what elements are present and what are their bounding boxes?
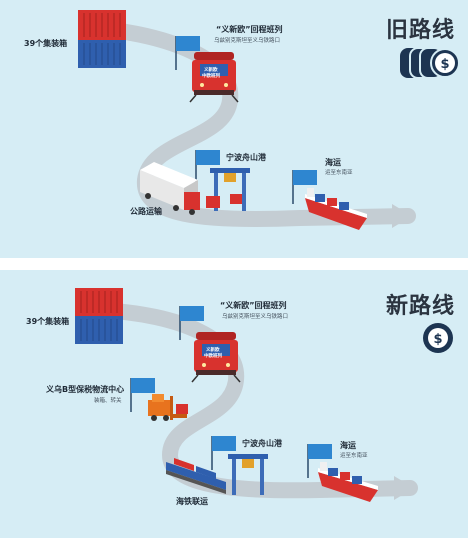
road-path bbox=[87, 20, 416, 227]
containers-label: 39个集装箱 bbox=[26, 317, 70, 326]
road-path bbox=[92, 302, 418, 499]
port-label: 宁波舟山港 bbox=[242, 439, 282, 448]
new-route-panel: $ 新路线 39个集装箱 “义新欧”回程班列 乌兹别克斯坦至义乌铁路口 义乌B型… bbox=[0, 270, 468, 538]
svg-text:$: $ bbox=[433, 332, 442, 347]
containers-label: 39个集装箱 bbox=[24, 39, 68, 48]
cargo-ship bbox=[318, 462, 378, 502]
cargo-ship bbox=[305, 188, 367, 230]
train-title: “义新欧”回程班列 bbox=[220, 301, 287, 310]
container-stack bbox=[78, 10, 126, 68]
sea-label: 海运 bbox=[340, 441, 356, 450]
road-arrow bbox=[392, 204, 412, 228]
truck bbox=[140, 162, 200, 215]
logistics-center-subtitle: 装箱、转关 bbox=[94, 398, 122, 404]
train-title: “义新欧”回程班列 bbox=[216, 25, 283, 34]
old-route-panel: $ 旧路线 39个集装箱 “义新欧”回程班列 乌兹别克斯坦至义乌铁路口 宁波舟山… bbox=[0, 0, 468, 258]
road-transport-label: 公路运输 bbox=[130, 207, 162, 216]
forklift bbox=[148, 394, 188, 421]
logistics-center-label: 义乌B型保税物流中心 bbox=[46, 385, 125, 394]
flag-train bbox=[179, 306, 204, 340]
new-route-title: 新路线 bbox=[386, 294, 456, 319]
train-sign-line-1: 义新欧 bbox=[204, 68, 218, 73]
road-arrow bbox=[394, 476, 414, 500]
train-sign-line-1: 义新欧 bbox=[206, 348, 220, 353]
flag-train bbox=[175, 36, 200, 70]
svg-text:$: $ bbox=[440, 57, 449, 72]
train-locomotive bbox=[189, 52, 239, 103]
sea-subtitle: 运至东南亚 bbox=[325, 170, 353, 176]
train-sign-line-2: 中欧班列 bbox=[204, 354, 222, 359]
flag-sea bbox=[307, 444, 332, 478]
flag-sea bbox=[292, 170, 317, 204]
freight-train bbox=[166, 458, 226, 494]
panel-divider bbox=[0, 258, 468, 270]
new-route-illustration: $ bbox=[75, 288, 453, 502]
port-label: 宁波舟山港 bbox=[226, 153, 266, 162]
sea-label: 海运 bbox=[325, 158, 341, 167]
rail-sea-transport-label: 海铁联运 bbox=[176, 497, 208, 506]
stack-of-coins-icon: $ bbox=[400, 47, 460, 79]
port-crane bbox=[206, 168, 250, 211]
train-sign-line-2: 中欧班列 bbox=[202, 74, 220, 79]
flag-port bbox=[211, 436, 236, 470]
old-route-title: 旧路线 bbox=[386, 18, 456, 43]
flag-port bbox=[195, 150, 220, 184]
single-coin-icon: $ bbox=[423, 323, 453, 353]
train-subtitle: 乌兹别克斯坦至义乌铁路口 bbox=[214, 38, 281, 44]
port-crane bbox=[228, 454, 268, 495]
old-route-illustration: $ bbox=[78, 10, 460, 230]
container-stack bbox=[75, 288, 123, 344]
train-subtitle: 乌兹别克斯坦至义乌铁路口 bbox=[222, 314, 289, 320]
sea-subtitle: 运至东南亚 bbox=[340, 453, 368, 459]
train-locomotive bbox=[191, 332, 241, 383]
flag-logistics-center bbox=[130, 378, 155, 412]
